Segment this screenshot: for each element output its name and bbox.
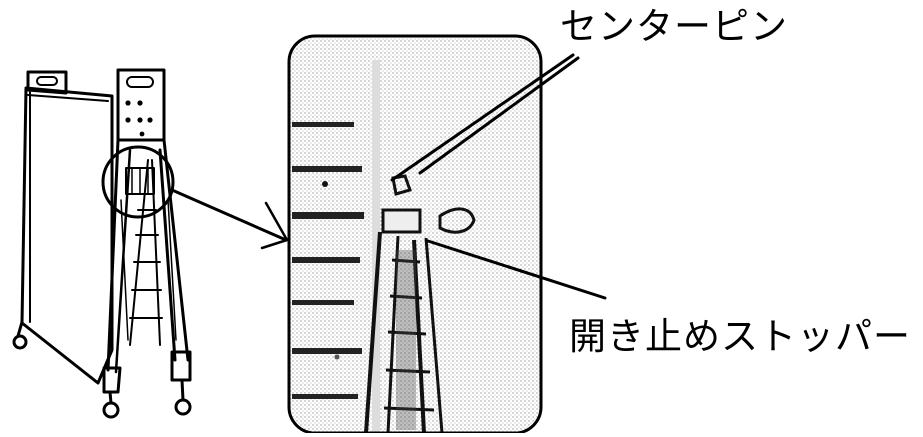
- caster-front-left: [102, 401, 120, 419]
- center-pin-leader-a: [390, 53, 575, 182]
- back-handle: [26, 70, 68, 95]
- open-stopper-label: 開き止めストッパー: [569, 315, 911, 358]
- stopper-leader: [426, 239, 607, 300]
- easel-stand-figure: [12, 68, 192, 419]
- magnifier-circle: [101, 145, 175, 219]
- center-pin-leader-b: [418, 56, 580, 175]
- back-board: [20, 86, 114, 385]
- caster-front-right: [174, 398, 192, 416]
- callout-lines: [390, 53, 607, 300]
- caster-back-left: [12, 334, 28, 350]
- zoom-leader: [170, 188, 289, 250]
- center-pin-label: センターピン: [560, 5, 788, 48]
- zoom-panel: [287, 34, 543, 435]
